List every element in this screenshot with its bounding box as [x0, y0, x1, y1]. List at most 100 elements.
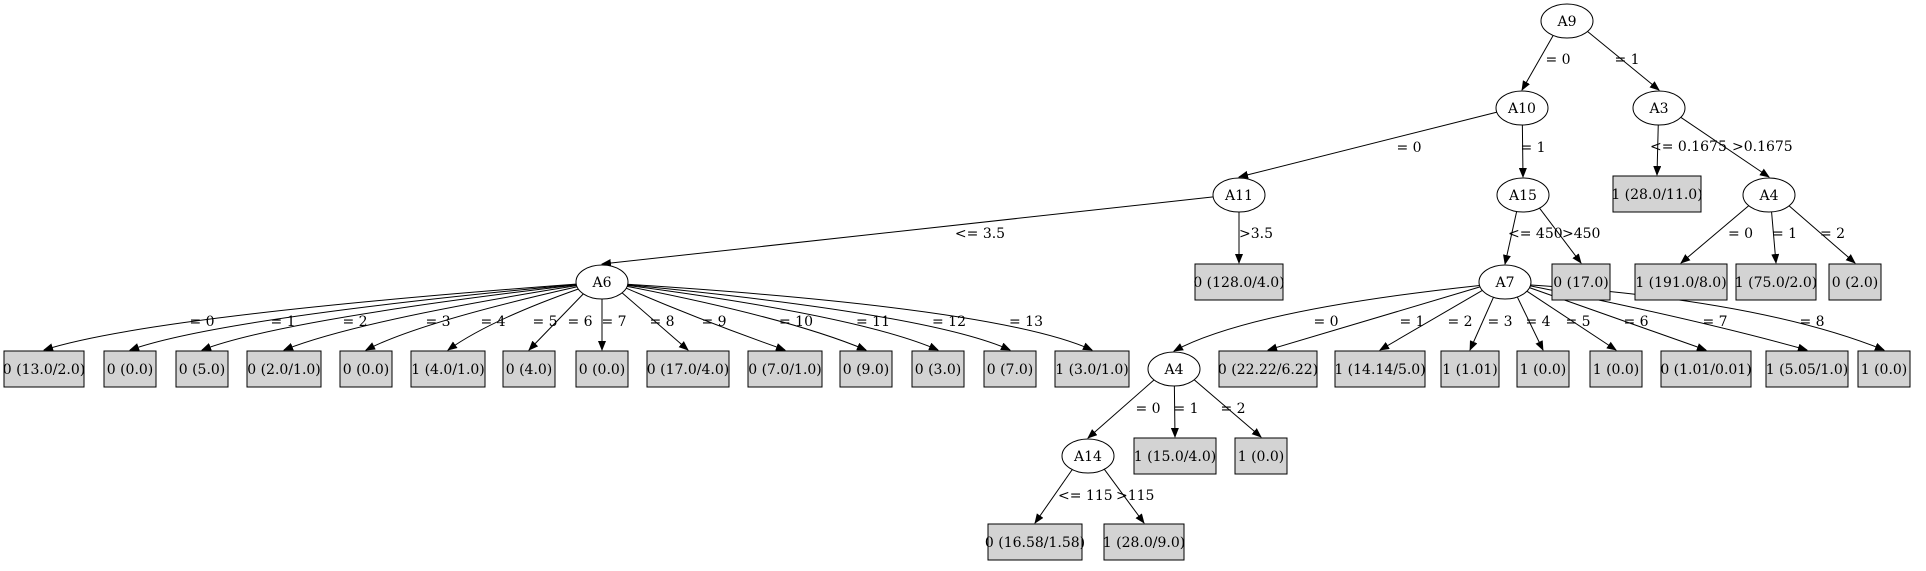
- leaf-box: [646, 350, 730, 388]
- edge-label: = 2: [1820, 226, 1845, 242]
- leaf-node: 0 (5.0): [175, 350, 229, 388]
- leaf-node: 1 (14.14/5.0): [1334, 350, 1426, 388]
- edge-a15-to-a7: [1503, 210, 1518, 265]
- edge-label: >450: [1562, 226, 1600, 242]
- edge-label: = 6: [567, 314, 592, 330]
- edge-a4b-to-l-a4b-2: [1787, 204, 1856, 264]
- leaf-label: 1 (0.0): [1593, 362, 1640, 378]
- edge-a7-to-a4a: [1173, 284, 1481, 352]
- edge-a6-to-l-a6-5: [447, 288, 580, 351]
- edges-layer: = 0= 1= 0= 1<= 0.1675>0.1675<= 3.5>3.5<=…: [43, 30, 1885, 524]
- edge-label: = 12: [932, 314, 966, 330]
- leaf-box: [1334, 350, 1426, 388]
- edge-a11-to-a6: [601, 196, 1215, 267]
- split-node-a4: A4: [1742, 177, 1796, 213]
- edge-label: = 0: [1135, 401, 1160, 417]
- leaf-node: 0 (3.0): [911, 350, 965, 388]
- edge-label: = 4: [1525, 314, 1550, 330]
- edge-a15-to-l-a15-2: [1538, 207, 1582, 264]
- edge-a10-to-a15: [1518, 124, 1527, 178]
- node-label: A3: [1648, 101, 1668, 117]
- edge-a7-to-l-a7-6: [1528, 286, 1707, 351]
- edge-a6-to-l-a6-10: [625, 285, 867, 351]
- leaf-node: 1 (4.0/1.0): [410, 350, 486, 388]
- node-ellipse: [575, 264, 629, 300]
- leaf-box: [175, 350, 229, 388]
- leaf-label: 0 (0.0): [579, 362, 626, 378]
- node-label: A15: [1508, 188, 1537, 204]
- leaf-node: 0 (0.0): [339, 350, 393, 388]
- split-node-a15: A15: [1496, 177, 1550, 213]
- leaf-label: 0 (2.0): [1832, 275, 1879, 291]
- edge-label: <= 3.5: [955, 226, 1005, 242]
- node-label: A10: [1507, 101, 1536, 117]
- edge-a6-to-l-a6-12: [626, 284, 1011, 351]
- leaf-node: 0 (4.0): [502, 350, 556, 388]
- edge-a7-to-l-a7-4: [1516, 295, 1544, 351]
- leaf-node: 1 (15.0/4.0): [1133, 437, 1217, 475]
- leaf-box: [987, 523, 1083, 561]
- leaf-node: 0 (0.0): [575, 350, 629, 388]
- edge-label: = 1: [1614, 52, 1639, 68]
- edge-label: = 8: [1799, 314, 1824, 330]
- edge-label: = 0: [189, 314, 214, 330]
- edge-a3-to-a4b: [1679, 116, 1770, 178]
- edge-a6-to-l-a6-8: [620, 291, 689, 351]
- node-label: A14: [1073, 449, 1102, 465]
- leaf-label: 1 (75.0/2.0): [1735, 275, 1817, 291]
- leaf-box: [983, 350, 1037, 388]
- edge-a14-to-l-a14-1: [1034, 468, 1074, 524]
- leaf-node: 0 (7.0): [983, 350, 1037, 388]
- leaf-node: 0 (0.0): [103, 350, 157, 388]
- leaf-label: 0 (9.0): [843, 362, 890, 378]
- edge-label: >3.5: [1239, 226, 1273, 242]
- split-node-a7: A7: [1478, 264, 1532, 300]
- edge-a6-to-l-a6-6: [528, 292, 585, 351]
- edge-a6-to-l-a6-9: [624, 287, 786, 351]
- edge-label: <= 450: [1508, 226, 1563, 242]
- edge-label: <= 0.1675: [1650, 139, 1727, 155]
- leaf-label: 1 (191.0/8.0): [1635, 275, 1726, 291]
- node-ellipse: [1147, 351, 1201, 387]
- leaf-label: 0 (0.0): [343, 362, 390, 378]
- leaf-node: 1 (0.0): [1857, 350, 1911, 388]
- node-ellipse: [1632, 90, 1686, 126]
- edge-a4a-to-l-a4a-2: [1193, 378, 1262, 438]
- leaf-label: 1 (14.14/5.0): [1334, 362, 1425, 378]
- leaf-node: 1 (28.0/11.0): [1611, 175, 1703, 213]
- edge-label: = 1: [1399, 314, 1424, 330]
- node-ellipse: [1061, 438, 1115, 474]
- edge-a9-to-a10: [1521, 34, 1555, 91]
- split-node-a11: A11: [1212, 177, 1266, 213]
- leaf-node: 0 (22.22/6.22): [1218, 350, 1318, 388]
- edge-label: >115: [1116, 488, 1154, 504]
- edge-a4b-to-l-a4b-1: [1770, 211, 1780, 264]
- edge-label: = 0: [1728, 226, 1753, 242]
- leaf-node: 0 (16.58/1.58): [985, 523, 1085, 561]
- leaf-node: 1 (0.0): [1516, 350, 1570, 388]
- leaf-box: [1054, 350, 1130, 388]
- leaf-label: 1 (3.0/1.0): [1055, 362, 1129, 378]
- leaf-label: 0 (4.0): [506, 362, 553, 378]
- edge-a6-to-l-a6-4: [365, 286, 579, 351]
- leaf-label: 0 (7.0/1.0): [748, 362, 822, 378]
- edge-a4a-to-a14: [1087, 378, 1156, 439]
- edge-a6-to-l-a6-0: [43, 283, 578, 352]
- edge-a7-to-l-a7-3: [1469, 296, 1495, 351]
- leaf-node: 1 (0.0): [1589, 350, 1643, 388]
- split-node-a9: A9: [1540, 3, 1594, 39]
- node-ellipse: [1540, 3, 1594, 39]
- leaf-box: [1589, 350, 1643, 388]
- edge-a7-to-l-a7-1: [1267, 286, 1482, 352]
- edge-a4b-to-l-a4b-0: [1680, 204, 1750, 264]
- leaf-box: [502, 350, 556, 388]
- edge-a3-to-l-a3-1: [1653, 124, 1662, 176]
- edge-label: = 1: [1520, 140, 1545, 156]
- leaf-label: 0 (17.0/4.0): [647, 362, 729, 378]
- edge-a6-to-l-a6-11: [626, 284, 939, 351]
- node-ellipse: [1496, 177, 1550, 213]
- leaf-box: [1194, 263, 1284, 301]
